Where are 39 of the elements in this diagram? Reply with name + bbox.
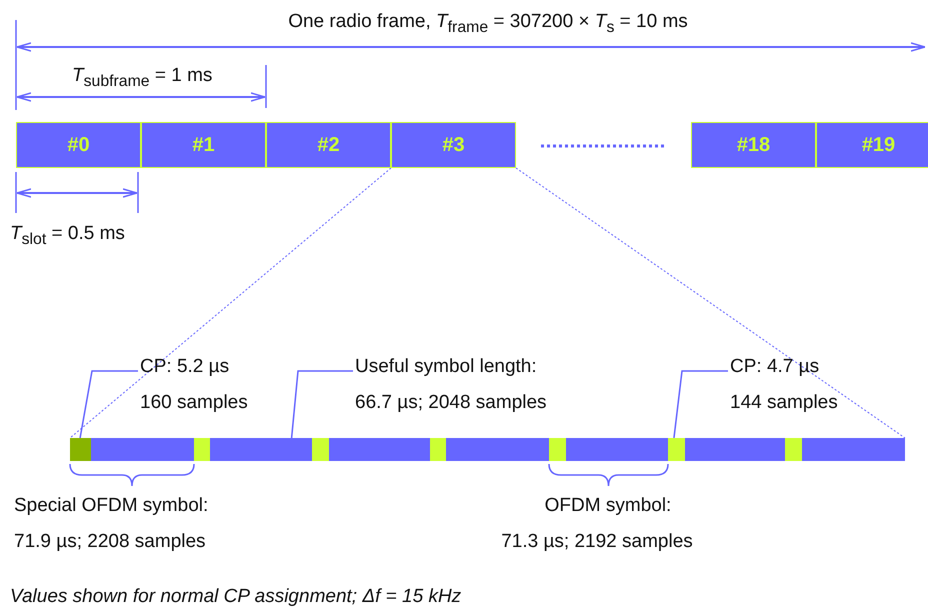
useful-symbol-segment bbox=[210, 438, 312, 461]
useful-symbol-segment bbox=[802, 438, 905, 461]
callout-text: CP: 4.7 µs bbox=[730, 355, 820, 379]
useful-symbol-segment bbox=[566, 438, 668, 461]
cyclic-prefix-segment bbox=[312, 438, 329, 461]
slot-block: #19 bbox=[816, 122, 928, 168]
dimension-label: One radio frame, T$_{frame}$ = 307200 × T$_{s}$ = 10 ms bbox=[287, 10, 689, 38]
slot-block: #18 bbox=[691, 122, 816, 168]
zoom-line bbox=[516, 168, 906, 438]
useful-symbol-segment bbox=[91, 438, 194, 461]
zoom-line bbox=[70, 168, 392, 438]
useful-symbol-segment bbox=[685, 438, 785, 461]
slot-block: #1 bbox=[141, 122, 266, 168]
dimension-label: T$_{slot}$ = 0.5 ms bbox=[10, 222, 125, 250]
slot-block: #2 bbox=[266, 122, 391, 168]
slot-block: #0 bbox=[16, 122, 141, 168]
cyclic-prefix-segment bbox=[785, 438, 802, 461]
annotation-text: 71.9 µs; 2208 samples bbox=[14, 530, 206, 554]
annotation-text: OFDM symbol: bbox=[544, 494, 672, 518]
annotation-text: Special OFDM symbol: bbox=[14, 494, 208, 518]
cyclic-prefix-segment bbox=[430, 438, 446, 461]
leader-line bbox=[673, 370, 728, 438]
annotation-text: 71.3 µs; 2192 samples bbox=[500, 530, 694, 554]
cyclic-prefix-segment bbox=[70, 438, 91, 461]
callout-text: Useful symbol length: bbox=[355, 355, 538, 379]
slot-block: #3 bbox=[391, 122, 516, 168]
dimension-label: T$_{subframe}$ = 1 ms bbox=[72, 64, 212, 92]
callout-text: 160 samples bbox=[140, 391, 248, 415]
callout-text: CP: 5.2 µs bbox=[140, 355, 230, 379]
caption: Values shown for normal CP assignment; Δf = 15 kHz bbox=[10, 586, 462, 608]
useful-symbol-segment bbox=[446, 438, 549, 461]
cyclic-prefix-segment bbox=[549, 438, 566, 461]
callout-text: 144 samples bbox=[730, 391, 838, 415]
cyclic-prefix-segment bbox=[194, 438, 210, 461]
useful-symbol-segment bbox=[329, 438, 430, 461]
leader-line bbox=[79, 370, 138, 438]
leader-line bbox=[290, 370, 353, 438]
cyclic-prefix-segment bbox=[668, 438, 685, 461]
callout-text: 66.7 µs; 2048 samples bbox=[355, 391, 547, 415]
